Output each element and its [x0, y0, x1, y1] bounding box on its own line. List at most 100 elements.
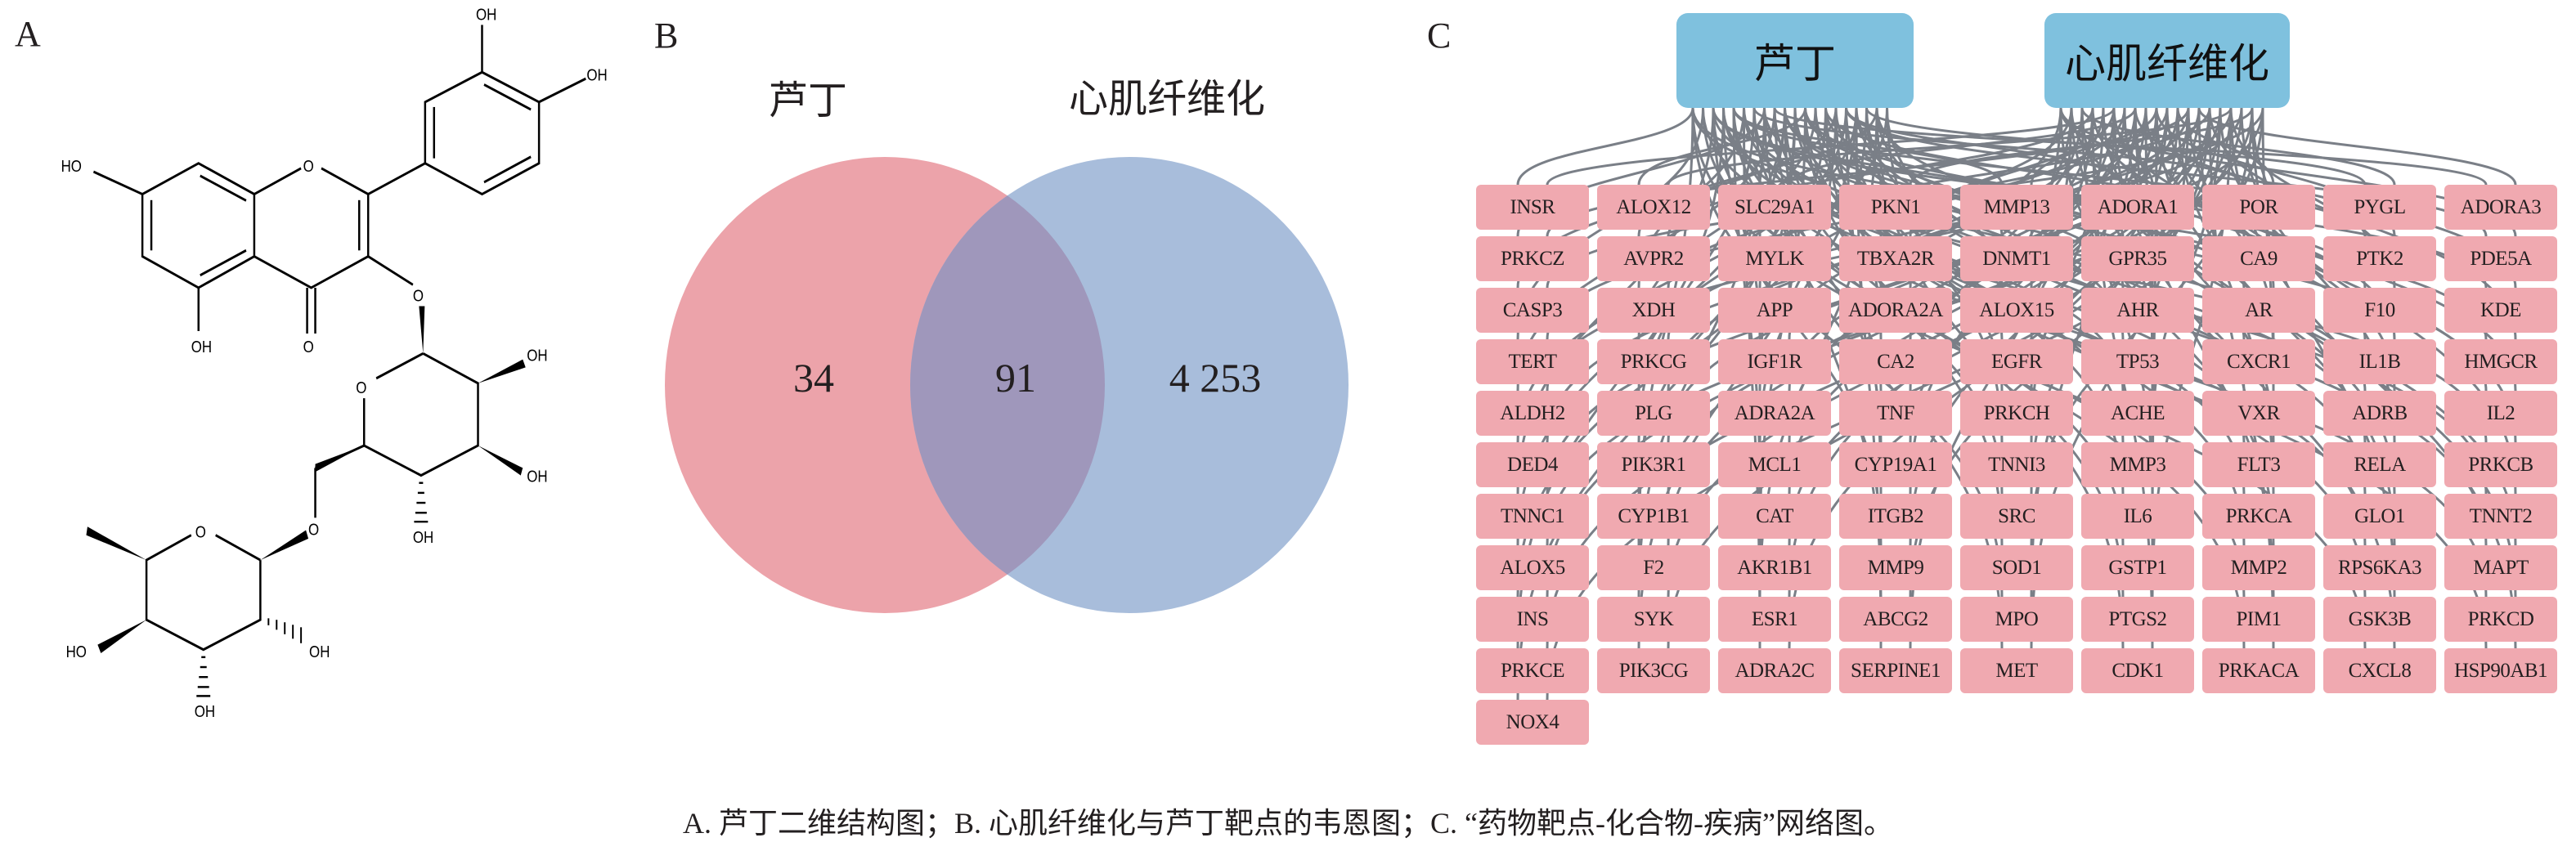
gene-node[interactable]: PIM1 [2202, 597, 2315, 642]
gene-node[interactable]: SOD1 [1960, 545, 2073, 590]
atom-label: HO [61, 158, 82, 177]
gene-node[interactable]: MMP3 [2081, 442, 2194, 487]
gene-node[interactable]: AVPR2 [1597, 236, 1710, 281]
gene-node[interactable]: HSP90AB1 [2444, 648, 2557, 693]
gene-node[interactable]: PRKCA [2202, 494, 2315, 539]
network-edge [2080, 107, 2396, 186]
gene-node[interactable]: SLC29A1 [1718, 185, 1831, 230]
gene-node[interactable]: PYGL [2323, 185, 2436, 230]
gene-node[interactable]: PKN1 [1839, 185, 1952, 230]
gene-node[interactable]: PDE5A [2444, 236, 2557, 281]
gene-node[interactable]: XDH [1597, 288, 1710, 333]
gene-node[interactable]: IGF1R [1718, 339, 1831, 384]
gene-node[interactable]: PTK2 [2323, 236, 2436, 281]
gene-node[interactable]: ADRA2A [1718, 391, 1831, 436]
gene-node[interactable]: PIK3CG [1597, 648, 1710, 693]
gene-node[interactable]: SRC [1960, 494, 2073, 539]
gene-node[interactable]: RPS6KA3 [2323, 545, 2436, 590]
gene-node[interactable]: PRKCB [2444, 442, 2557, 487]
gene-node[interactable]: CDK1 [2081, 648, 2194, 693]
gene-node[interactable]: MYLK [1718, 236, 1831, 281]
gene-node[interactable]: CA9 [2202, 236, 2315, 281]
gene-node[interactable]: TNNT2 [2444, 494, 2557, 539]
gene-node[interactable]: FLT3 [2202, 442, 2315, 487]
gene-node[interactable]: ABCG2 [1839, 597, 1952, 642]
gene-node[interactable]: PRKCD [2444, 597, 2557, 642]
gene-node[interactable]: MET [1960, 648, 2073, 693]
network-edge [1788, 107, 2137, 186]
gene-node[interactable]: GSK3B [2323, 597, 2436, 642]
gene-node[interactable]: SERPINE1 [1839, 648, 1952, 693]
gene-node[interactable]: KDE [2444, 288, 2557, 333]
gene-node[interactable]: ALDH2 [1476, 391, 1589, 436]
gene-node[interactable]: CXCR1 [2202, 339, 2315, 384]
gene-node[interactable]: POR [2202, 185, 2315, 230]
gene-node[interactable]: PRKACA [2202, 648, 2315, 693]
gene-node[interactable]: INSR [1476, 185, 1589, 230]
gene-node[interactable]: CYP19A1 [1839, 442, 1952, 487]
gene-node[interactable]: RELA [2323, 442, 2436, 487]
gene-node[interactable]: ADORA1 [2081, 185, 2194, 230]
gene-node[interactable]: CASP3 [1476, 288, 1589, 333]
gene-node[interactable]: MMP2 [2202, 545, 2315, 590]
gene-node[interactable]: PRKCG [1597, 339, 1710, 384]
gene-node[interactable]: HMGCR [2444, 339, 2557, 384]
gene-node[interactable]: ALOX5 [1476, 545, 1589, 590]
gene-node[interactable]: MAPT [2444, 545, 2557, 590]
gene-node[interactable]: ADRA2C [1718, 648, 1831, 693]
gene-node[interactable]: DED4 [1476, 442, 1589, 487]
gene-node[interactable]: AR [2202, 288, 2315, 333]
gene-node[interactable]: ADRB [2323, 391, 2436, 436]
gene-node[interactable]: MMP13 [1960, 185, 2073, 230]
gene-node[interactable]: ADORA2A [1839, 288, 1952, 333]
gene-node[interactable]: GSTP1 [2081, 545, 2194, 590]
gene-node[interactable]: CXCL8 [2323, 648, 2436, 693]
gene-node[interactable]: GLO1 [2323, 494, 2436, 539]
gene-node[interactable]: TNNC1 [1476, 494, 1589, 539]
gene-node[interactable]: CYP1B1 [1597, 494, 1710, 539]
gene-node[interactable]: TNNI3 [1960, 442, 2073, 487]
gene-node[interactable]: ACHE [2081, 391, 2194, 436]
gene-node[interactable]: IL2 [2444, 391, 2557, 436]
atom-label: OH [195, 702, 215, 721]
gene-node[interactable]: ADORA3 [2444, 185, 2557, 230]
gene-node[interactable]: MCL1 [1718, 442, 1831, 487]
gene-node[interactable]: PTGS2 [2081, 597, 2194, 642]
gene-node[interactable]: TNF [1839, 391, 1952, 436]
gene-node[interactable]: ALOX12 [1597, 185, 1710, 230]
gene-node[interactable]: PRKCH [1960, 391, 2073, 436]
gene-node[interactable]: SYK [1597, 597, 1710, 642]
gene-node[interactable]: GPR35 [2081, 236, 2194, 281]
network-edge [1516, 107, 1694, 186]
gene-node[interactable]: MPO [1960, 597, 2073, 642]
gene-node[interactable]: PRKCZ [1476, 236, 1589, 281]
gene-node[interactable]: NOX4 [1476, 700, 1589, 745]
gene-node[interactable]: IL6 [2081, 494, 2194, 539]
gene-node[interactable]: INS [1476, 597, 1589, 642]
gene-node[interactable]: F2 [1597, 545, 1710, 590]
gene-node[interactable]: ESR1 [1718, 597, 1831, 642]
gene-node[interactable]: TERT [1476, 339, 1589, 384]
gene-node[interactable]: CA2 [1839, 339, 1952, 384]
gene-node[interactable]: TP53 [2081, 339, 2194, 384]
gene-node[interactable]: PIK3R1 [1597, 442, 1710, 487]
gene-node[interactable]: TBXA2R [1839, 236, 1952, 281]
gene-node[interactable]: EGFR [1960, 339, 2073, 384]
hub-node-myocardial-fibrosis[interactable]: 心肌纤维化 [2044, 13, 2290, 108]
hub-node-rutin[interactable]: 芦丁 [1676, 13, 1914, 108]
atom-label: O [356, 379, 366, 398]
gene-node[interactable]: DNMT1 [1960, 236, 2073, 281]
atom-label: O [308, 521, 319, 540]
gene-node[interactable]: ALOX15 [1960, 288, 2073, 333]
gene-node[interactable]: PRKCE [1476, 648, 1589, 693]
gene-node[interactable]: ITGB2 [1839, 494, 1952, 539]
gene-node[interactable]: VXR [2202, 391, 2315, 436]
gene-node[interactable]: PLG [1597, 391, 1710, 436]
gene-node[interactable]: APP [1718, 288, 1831, 333]
gene-node[interactable]: MMP9 [1839, 545, 1952, 590]
gene-node[interactable]: IL1B [2323, 339, 2436, 384]
gene-node[interactable]: AHR [2081, 288, 2194, 333]
gene-node[interactable]: AKR1B1 [1718, 545, 1831, 590]
gene-node[interactable]: CAT [1718, 494, 1831, 539]
gene-node[interactable]: F10 [2323, 288, 2436, 333]
